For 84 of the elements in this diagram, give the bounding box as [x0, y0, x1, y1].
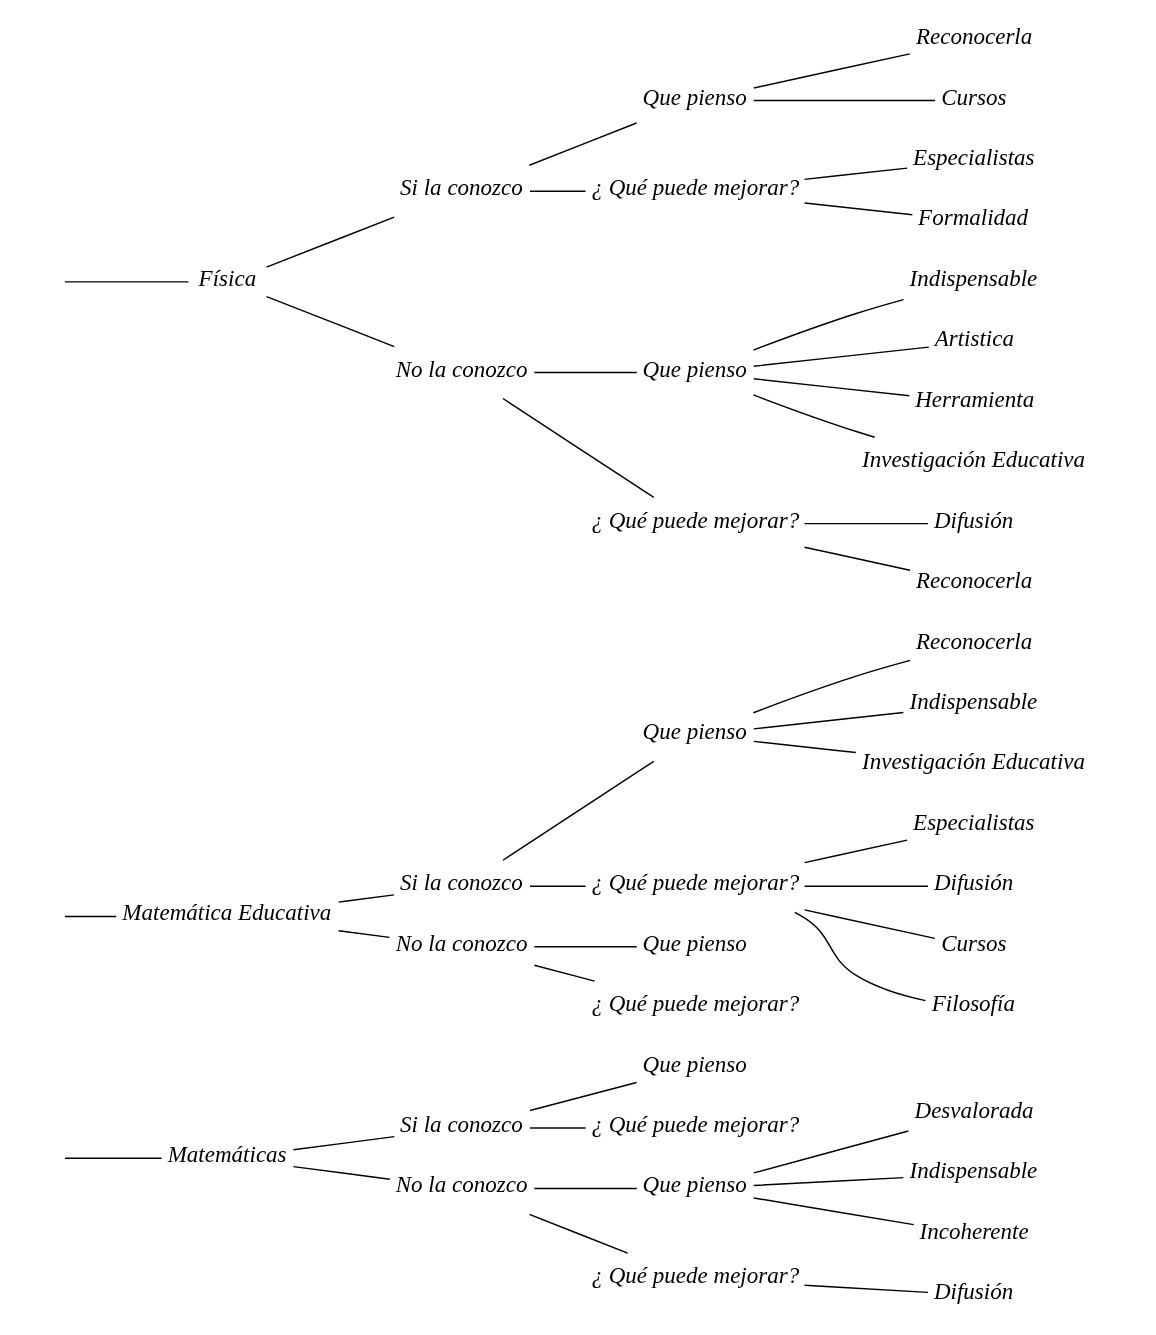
connector: [753, 346, 930, 367]
connector: [533, 1187, 638, 1190]
connector: [528, 122, 638, 166]
connector: [752, 298, 905, 351]
node-text: Formalidad: [918, 204, 1029, 231]
connector: [753, 378, 911, 397]
connector: [528, 1213, 629, 1254]
node-text: Matemáticas: [167, 1141, 287, 1168]
node-text: Reconocerla: [915, 567, 1033, 594]
connector: [529, 1081, 638, 1112]
node-text: Herramienta: [915, 385, 1035, 412]
connector: [803, 202, 914, 216]
connector: [337, 930, 391, 939]
node-text: Difusión: [933, 506, 1014, 533]
node-text: Si la conozco: [400, 1111, 523, 1138]
node-text: No la conozco: [395, 355, 528, 382]
node-text: No la conozco: [395, 1171, 528, 1198]
node-text: ¿ Qué puede mejorar?: [591, 1262, 800, 1289]
connector: [803, 909, 936, 940]
node-text: Investigación Educativa: [862, 748, 1086, 775]
connector: [64, 1157, 163, 1159]
connector: [529, 1127, 587, 1129]
connector: [753, 1197, 915, 1226]
node-text: Que pienso: [642, 718, 747, 745]
node-text: Cursos: [941, 929, 1007, 956]
connector: [64, 915, 117, 918]
connector: [803, 546, 911, 571]
connector: [753, 53, 911, 89]
node-text: Indispensable: [909, 264, 1038, 291]
connector: [803, 1284, 929, 1294]
connector: [529, 190, 587, 192]
node-text: Reconocerla: [915, 23, 1033, 50]
connector: [793, 911, 927, 1002]
connector: [64, 281, 190, 283]
node-text: Difusión: [933, 869, 1014, 896]
node-text: Que pienso: [642, 929, 747, 956]
connector: [803, 839, 908, 864]
node-text: Reconocerla: [915, 627, 1033, 654]
node-text: Que pienso: [642, 355, 747, 382]
connector: [337, 894, 395, 903]
connector: [803, 167, 908, 181]
node-text: Especialistas: [913, 808, 1035, 835]
connector: [502, 397, 655, 499]
node-text: ¿ Qué puede mejorar?: [591, 1111, 800, 1138]
connector: [292, 1135, 396, 1151]
connector: [533, 945, 638, 948]
connector: [533, 964, 596, 982]
connector: [803, 522, 929, 525]
node-text: Matemática Educativa: [122, 899, 332, 926]
node-text: Difusión: [933, 1277, 1014, 1304]
node-text: Artistica: [934, 325, 1014, 352]
connector: [502, 760, 655, 861]
connector: [803, 885, 929, 887]
node-text: Física: [198, 264, 257, 291]
node-text: Incoherente: [919, 1217, 1029, 1244]
node-text: ¿ Qué puede mejorar?: [591, 506, 800, 533]
connector: [753, 1176, 905, 1187]
node-text: Que pienso: [642, 1050, 747, 1077]
node-text: Indispensable: [909, 687, 1038, 714]
node-text: Si la conozco: [400, 869, 523, 896]
node-text: Que pienso: [642, 83, 747, 110]
connector: [265, 216, 395, 268]
node-text: Especialistas: [913, 144, 1035, 170]
node-text: Si la conozco: [400, 174, 523, 201]
connector: [753, 740, 857, 754]
connector: [753, 711, 905, 730]
connector: [529, 885, 587, 887]
connector: [752, 394, 876, 438]
node-text: ¿ Qué puede mejorar?: [591, 990, 800, 1017]
node-text: Indispensable: [909, 1157, 1038, 1184]
node-text: ¿ Qué puede mejorar?: [591, 174, 800, 201]
node-text: ¿ Qué puede mejorar?: [591, 869, 800, 896]
connector: [533, 371, 638, 374]
connector: [292, 1165, 391, 1180]
node-text: No la conozco: [395, 929, 528, 956]
node-text: Investigación Educativa: [862, 446, 1086, 473]
connector: [753, 99, 936, 102]
connector: [752, 659, 911, 714]
node-text: Cursos: [941, 83, 1007, 110]
node-text: Filosofía: [931, 990, 1015, 1017]
connector: [265, 295, 395, 348]
node-text: Desvalorada: [914, 1096, 1034, 1123]
connector: [753, 1130, 910, 1174]
node-text: Que pienso: [642, 1171, 747, 1198]
